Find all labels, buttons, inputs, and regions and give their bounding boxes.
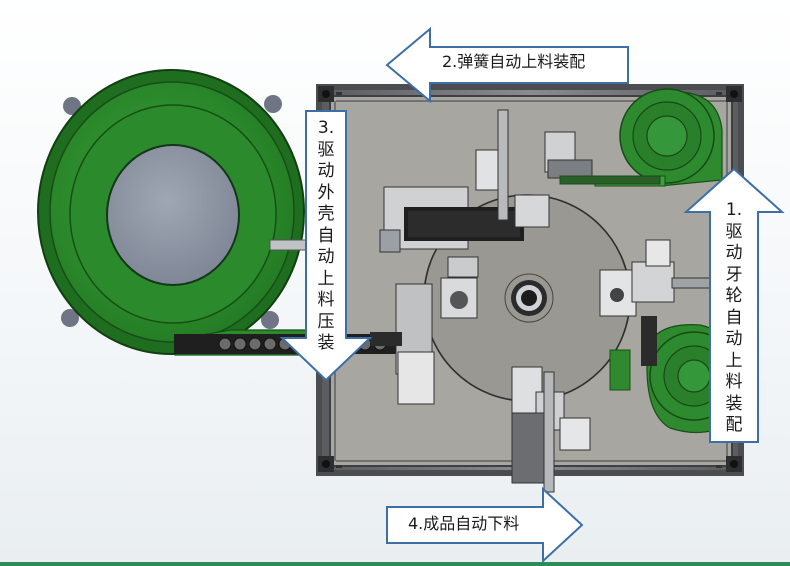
step-2-label: 2.弹簧自动上料装配 xyxy=(442,52,586,71)
gear-assembly-station xyxy=(599,239,713,317)
step-4-label: 4.成品自动下料 xyxy=(408,514,520,533)
bottom-accent-strip xyxy=(0,562,790,566)
gear-vibratory-feeder-top xyxy=(594,88,723,187)
up-arrow-icon xyxy=(683,167,785,443)
right-arrow-icon xyxy=(386,486,584,564)
step-1-arrow: 1. 驱 动 牙 轮 自 动 上 料 装 配 xyxy=(683,167,785,444)
step-4-arrow: 4.成品自动下料 xyxy=(386,486,584,564)
step-1-label: 1. 驱 动 牙 轮 自 动 上 料 装 配 xyxy=(725,200,743,435)
step-3-number: 3. xyxy=(317,118,335,138)
unload-station xyxy=(511,366,591,493)
housing-vibratory-feeder xyxy=(37,69,321,356)
spring-assembly-station xyxy=(475,109,661,228)
left-arrow-icon xyxy=(385,26,629,104)
step-3-label: 3. 驱 动 外 壳 自 动 上 料 压 装 xyxy=(317,118,335,353)
rotary-index-table xyxy=(423,194,631,402)
step-3-arrow: 3. 驱 动 外 壳 自 动 上 料 压 装 xyxy=(279,110,373,382)
down-arrow-icon xyxy=(279,110,373,382)
step-1-number: 1. xyxy=(725,200,743,220)
step-2-arrow: 2.弹簧自动上料装配 xyxy=(385,26,630,104)
